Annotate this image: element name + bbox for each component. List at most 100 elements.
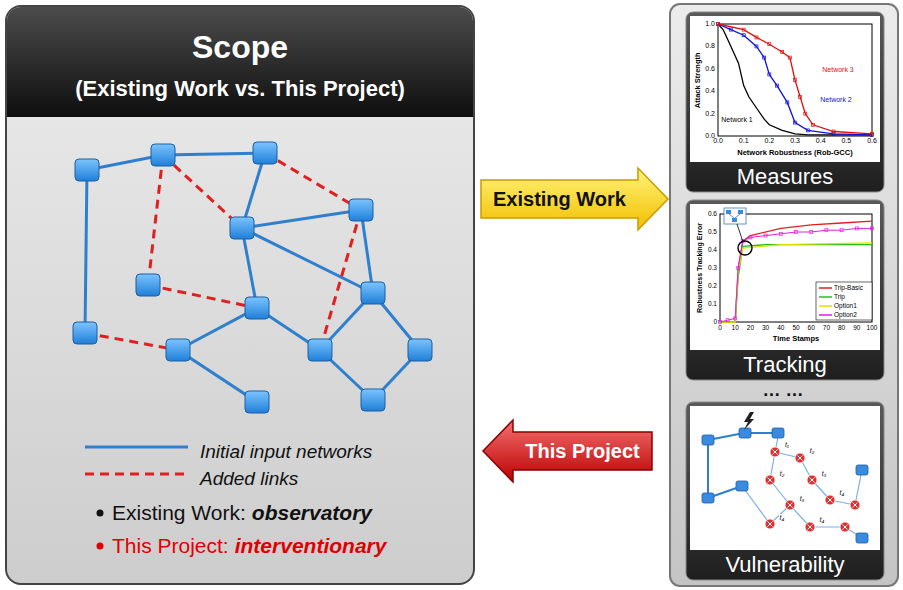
chart-text: 30 [762, 324, 769, 331]
cascade-graph [850, 500, 860, 510]
chart-curve [729, 28, 732, 31]
chart-text: 40 [777, 324, 784, 331]
cascade-graph [788, 503, 793, 508]
cascade-graph [810, 478, 815, 483]
chart-legend-box [816, 282, 872, 320]
panel-title: Scope [192, 29, 288, 66]
legend-text: Initial input networks [200, 441, 372, 463]
chart-text: 50 [792, 324, 799, 331]
chart-curve [799, 95, 802, 98]
chart-legend-box [816, 282, 872, 320]
chart-text: 0.4 [705, 87, 715, 95]
chart-text: 0.2 [705, 110, 715, 118]
cascade-graph [807, 475, 817, 485]
chart-curve [794, 79, 797, 82]
network-illustration [148, 285, 257, 308]
chart-curve [871, 132, 874, 135]
chart-text: t₃ [799, 495, 806, 503]
legend-line-sample [85, 473, 188, 476]
chart-text: t₃ [821, 470, 828, 478]
network-illustration [349, 199, 373, 221]
chart-text: 0.5 [708, 228, 717, 235]
inset-network-icon [738, 241, 752, 255]
chart-curve [742, 34, 745, 37]
chart-curve [718, 24, 872, 134]
cascade-graph [768, 522, 773, 527]
chart-axes [720, 214, 872, 322]
cascade-graph [805, 522, 815, 532]
chart-curve [786, 101, 789, 104]
chart-curve [779, 232, 782, 235]
chart-text: t₂ [779, 470, 786, 478]
chart-curve [749, 236, 752, 239]
cascade-graph [742, 486, 770, 524]
legend-line-sample [85, 446, 188, 449]
chart-curve [825, 229, 828, 232]
chart-curve [768, 43, 771, 46]
chart-text: 0.2 [764, 137, 774, 145]
thumbnail-frame [686, 12, 884, 192]
chart-text: 0.0 [713, 137, 723, 145]
chart-curve [806, 129, 809, 132]
network-illustration [230, 217, 254, 239]
chart-text: 90 [853, 324, 860, 331]
chart-curve [810, 231, 813, 234]
network-illustration [163, 155, 242, 228]
network-illustration [253, 142, 277, 164]
cascade-graph [825, 495, 835, 505]
thumbnail-frame [690, 16, 880, 162]
chart-text: Network 1 [721, 116, 753, 124]
arrow-shape [483, 420, 652, 482]
chart-text: 0.2 [708, 282, 717, 289]
network-illustration [163, 153, 265, 155]
cascade-graph [795, 453, 805, 463]
chart-text: 0.3 [790, 137, 800, 145]
thumbnail-frame [690, 204, 880, 350]
inset-network-icon [732, 218, 737, 222]
chart-curve [734, 317, 737, 320]
chart-text: Trip [834, 293, 845, 300]
network-illustration [242, 210, 361, 228]
axis-title: Robustness Tracking Error [696, 223, 704, 313]
chart-text: Network Robustness (Rob-GCC) [737, 149, 852, 158]
cascade-graph [739, 428, 751, 438]
arrow-shape [481, 168, 668, 230]
cascade-graph [702, 435, 714, 445]
chart-curve [776, 84, 779, 87]
chart-curve [804, 112, 807, 115]
chart-curve [717, 23, 720, 26]
right-panel [670, 4, 898, 586]
chart-curve [755, 45, 758, 48]
cascade-graph [773, 450, 778, 455]
chart-curve [781, 51, 784, 54]
cascade-graph [843, 525, 848, 530]
thumbnail-frame [686, 200, 884, 380]
chart-text: 0.6 [705, 65, 715, 73]
network-illustration [408, 339, 432, 361]
thumbnail-caption: Tracking [743, 352, 827, 377]
chart-curve [718, 24, 872, 135]
cascade-graph [785, 500, 795, 510]
network-illustration [361, 282, 385, 304]
scope-panel: Scope(Existing Work vs. This Project) [5, 5, 475, 585]
network-illustration [136, 274, 160, 296]
network-illustration [245, 297, 269, 319]
axis-title: Attack Strength [694, 52, 703, 108]
chart-curve [720, 245, 872, 322]
chart-curve [720, 228, 872, 322]
arrow-label: This Project [525, 440, 639, 463]
bullet-text: observatory [252, 501, 372, 525]
cascade-graph [828, 498, 833, 503]
cascade-graph [702, 428, 868, 543]
chart-text: t₄ [779, 514, 786, 522]
chart-curve [755, 36, 758, 39]
cascade-graph [702, 412, 868, 543]
bullet-text: interventionary [235, 534, 387, 558]
network-illustration [361, 389, 385, 411]
network-illustration [85, 333, 178, 350]
thumbnail-caption: Vulnerability [725, 552, 844, 577]
inset-network-icon [737, 224, 743, 242]
cascade-graph [765, 519, 775, 529]
chart-text: Network 2 [820, 96, 852, 104]
